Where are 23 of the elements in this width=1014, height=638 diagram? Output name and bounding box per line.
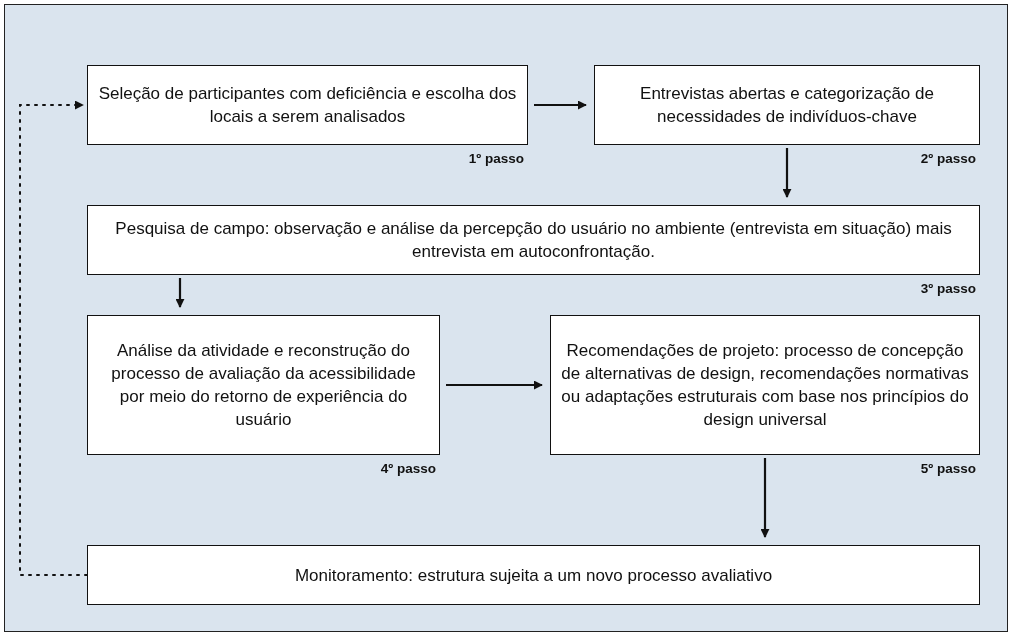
process-box (87, 205, 980, 275)
process-box (87, 315, 440, 455)
process-box (87, 545, 980, 605)
dotted-arrow (19, 100, 88, 576)
step-label: 4º passo (380, 461, 436, 476)
arrow (534, 100, 587, 110)
step-label: 3º passo (920, 281, 976, 296)
step-text: Monitoramento: estrutura sujeita a um novo processo avaliativo (294, 564, 773, 587)
step-label: 5º passo (920, 461, 976, 476)
step-text: Seleção de participantes com deficiência e escolha dos locais a serem analisados (98, 83, 517, 128)
process-box (87, 65, 528, 145)
step-text: Análise da atividade e reconstrução do processo de avaliação da acessibilidade por meio do retorno de experiência do usuário (110, 340, 417, 431)
arrow (782, 148, 792, 198)
step-label: 1º passo (468, 151, 524, 166)
step-text: Recomendações de projeto: processo de concepção de alternativas de design, recomendações normativas ou adaptações estruturais com base nos princípios do design universal (561, 340, 969, 431)
arrow (175, 278, 185, 308)
process-box (594, 65, 980, 145)
process-box (550, 315, 980, 455)
arrow (760, 458, 770, 538)
step-text: Entrevistas abertas e categorização de necessidades de indivíduos-chave (639, 83, 935, 128)
step-label: 2º passo (920, 151, 976, 166)
step-text: Pesquisa de campo: observação e análise da percepção do usuário no ambiente (entrevista em situação) mais entrevista em autoconfrontação. (114, 218, 953, 263)
arrow (446, 380, 543, 390)
